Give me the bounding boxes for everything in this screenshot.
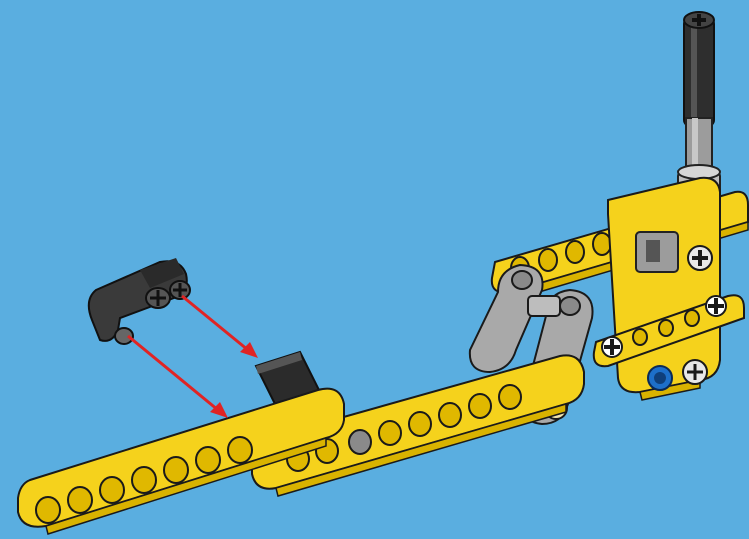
- gray-pin-icon: [349, 430, 371, 454]
- vertical-axle: [678, 12, 720, 198]
- yellow-frame: [608, 178, 720, 400]
